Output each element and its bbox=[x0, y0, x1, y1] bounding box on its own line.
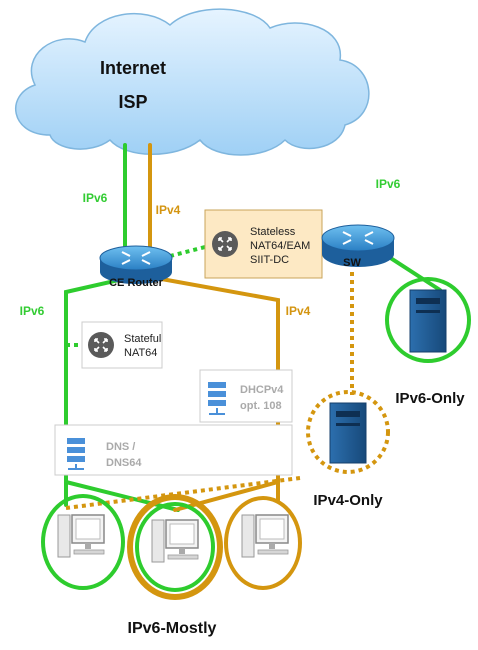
ipv4-link-pc2 bbox=[173, 480, 280, 512]
server-icon bbox=[409, 289, 447, 353]
server-icon bbox=[329, 402, 367, 464]
client-pc-3 bbox=[224, 496, 302, 590]
ipv6-isp-label: IPv6 bbox=[83, 191, 108, 205]
client-pc-1 bbox=[41, 494, 125, 590]
dns-box: DNS / DNS64 bbox=[54, 424, 293, 476]
dhcpv4-box: DHCPv4 opt. 108 bbox=[199, 369, 293, 423]
dhcpv4-line2: opt. 108 bbox=[240, 400, 282, 412]
stateless-box: Stateless NAT64/EAM SIIT-DC bbox=[204, 209, 323, 279]
dns-line2: DNS64 bbox=[106, 457, 142, 469]
desktop-pc-icon bbox=[241, 514, 289, 558]
stateful-line1: Stateful bbox=[124, 333, 161, 345]
stateless-line3: SIIT-DC bbox=[250, 254, 289, 266]
server-stack-icon bbox=[67, 438, 85, 470]
stateless-line2: NAT64/EAM bbox=[250, 240, 310, 252]
server-stack-icon bbox=[208, 382, 226, 415]
switch-sw: SW bbox=[321, 224, 395, 269]
desktop-pc-icon bbox=[151, 519, 199, 563]
cloud-title: Internet bbox=[100, 58, 166, 78]
desktop-pc-icon bbox=[57, 514, 105, 558]
ipv4-only-server: IPv4-Only bbox=[306, 390, 390, 509]
nat-icon bbox=[88, 332, 114, 358]
sw-label: SW bbox=[343, 257, 361, 269]
dns-line1: DNS / bbox=[106, 441, 135, 453]
ipv6-left-label: IPv6 bbox=[20, 304, 45, 318]
stateless-line1: Stateless bbox=[250, 226, 296, 238]
nat-icon bbox=[212, 231, 238, 257]
router-arrows-icon bbox=[121, 251, 151, 265]
ipv6-only-caption: IPv6-Only bbox=[395, 390, 465, 407]
router-arrows-icon bbox=[342, 231, 374, 245]
ipv4-only-caption: IPv4-Only bbox=[313, 492, 383, 509]
ipv4-isp-label: IPv4 bbox=[156, 203, 181, 217]
ipv6-sw-label: IPv6 bbox=[376, 177, 401, 191]
stateful-line2: NAT64 bbox=[124, 347, 157, 359]
ce-router: CE Router bbox=[99, 245, 173, 289]
cloud-subtitle: ISP bbox=[118, 92, 147, 112]
dotted-ipv6-stateless bbox=[169, 245, 206, 258]
ipv6-only-server: IPv6-Only bbox=[385, 277, 471, 407]
ipv4-right-label: IPv4 bbox=[286, 304, 311, 318]
stateful-box: Stateful NAT64 bbox=[81, 321, 163, 369]
ipv6-link-pc2 bbox=[64, 480, 180, 512]
ipv6-mostly-caption: IPv6-Mostly bbox=[128, 620, 217, 637]
internet-cloud: Internet ISP bbox=[15, 8, 370, 156]
ce-router-label: CE Router bbox=[109, 277, 164, 289]
dhcpv4-line1: DHCPv4 bbox=[240, 384, 284, 396]
client-pc-2 bbox=[127, 494, 223, 600]
